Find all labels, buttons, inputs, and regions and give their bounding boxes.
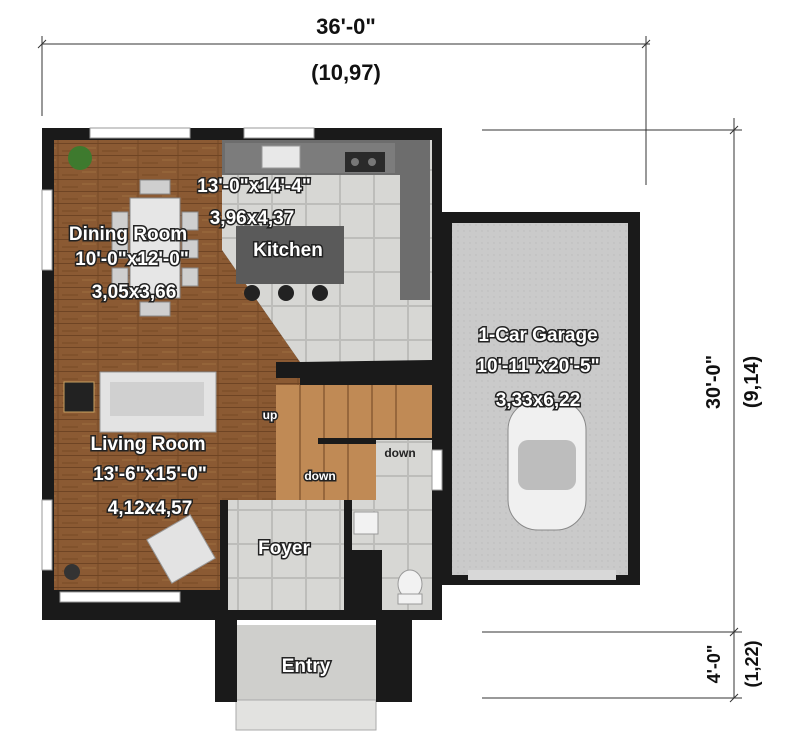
dimension-lines [37, 36, 742, 703]
stairs-down-label-main: down [304, 469, 335, 483]
closet [352, 550, 382, 610]
stairs-down-label-basement: down [384, 446, 415, 460]
living-room-size-metric: 4,12x4,57 [108, 498, 193, 519]
sink [261, 145, 301, 169]
powder-room-wall [344, 500, 352, 610]
overall-width-imperial: 36'-0" [316, 14, 376, 39]
kitchen-wall [276, 362, 432, 378]
dining-room-size-imperial: 10'-0"x12'-0" [75, 249, 189, 270]
entry-name: Entry [282, 656, 331, 677]
dining-table [129, 197, 181, 299]
kitchen-island [236, 226, 344, 284]
overall-width-metric: (10,97) [311, 60, 381, 85]
windows [41, 127, 443, 603]
garage-size-imperial: 10'-11"x20'-5" [476, 356, 599, 377]
living-room-name: Living Room [90, 434, 205, 455]
kitchen-size-metric: 3,96x4,37 [210, 208, 295, 229]
living-room-size-imperial: 13'-6"x15'-0" [93, 464, 207, 485]
side-table [63, 381, 95, 413]
overall-depth-metric: (9,14) [741, 356, 763, 408]
foyer-wall-left [220, 500, 228, 590]
entry-depth-metric: (1,22) [742, 640, 762, 687]
bath-sink [353, 511, 379, 535]
entry-side-wall-left [215, 612, 237, 702]
foyer-name: Foyer [258, 538, 310, 559]
entry-step [235, 699, 377, 731]
floor-plant-icon [64, 564, 80, 580]
garage-size-metric: 3,33x6,22 [496, 390, 581, 411]
dining-room-name: Dining Room [69, 224, 187, 245]
stairs-up-label: up [263, 408, 278, 422]
staircase-down [276, 440, 376, 500]
garage-door-opening [468, 570, 616, 580]
kitchen-name: Kitchen [253, 240, 323, 261]
overall-depth-imperial: 30'-0" [703, 355, 725, 409]
entry-side-wall-right [376, 612, 412, 702]
garage-name: 1-Car Garage [478, 325, 597, 346]
armchair [146, 514, 216, 584]
kitchen-size-imperial: 13'-0"x14'-4" [197, 176, 311, 197]
dining-room-size-metric: 3,05x3,66 [92, 282, 177, 303]
plant-icon [68, 146, 92, 170]
stair-wall [318, 438, 432, 444]
staircase-up [276, 385, 432, 440]
cooktop [345, 152, 385, 172]
entry-floor [236, 625, 376, 700]
hall-floor [376, 440, 432, 500]
foyer-floor [228, 500, 348, 610]
entry-depth-imperial: 4'-0" [704, 645, 724, 684]
